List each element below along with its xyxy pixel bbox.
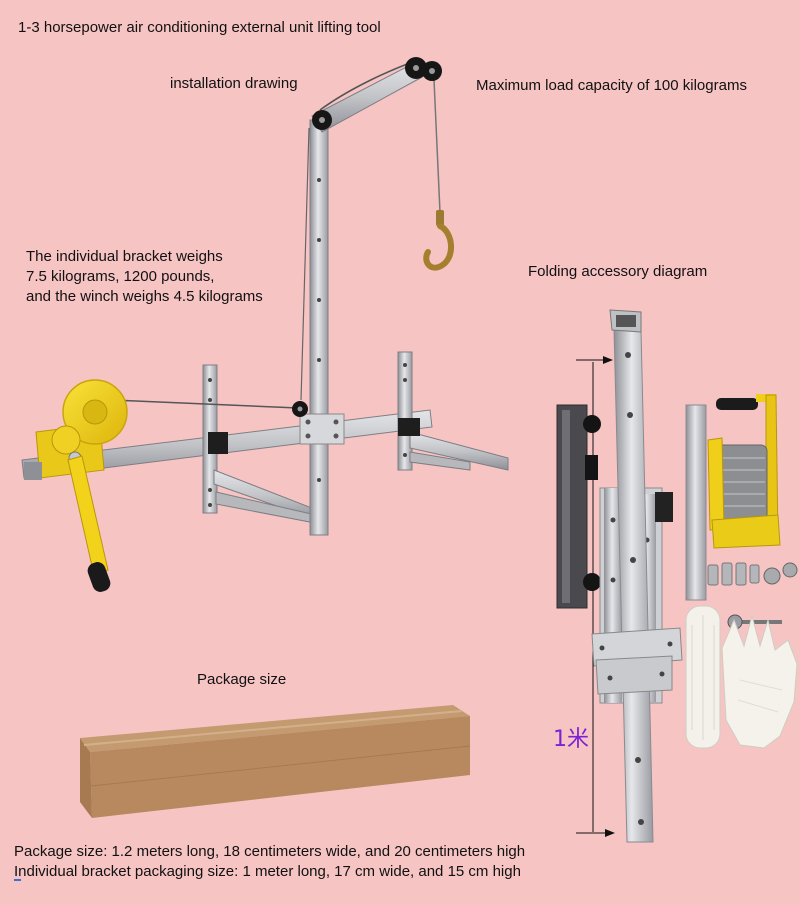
box-end-face (80, 738, 92, 818)
weights-line: The individual bracket weighs (26, 248, 223, 265)
package-size-label: Package size (197, 671, 287, 688)
pulley-icon (292, 57, 442, 417)
max-load-label: Maximum load capacity of 100 kilograms (476, 77, 747, 94)
short-bar (685, 404, 707, 601)
gloves-icon (721, 614, 798, 749)
right-wall-bracket (397, 351, 509, 471)
weights-note: The individual bracket weighs 7.5 kilogr… (26, 247, 263, 307)
dimension-line (576, 356, 615, 837)
folding-accessory-label: Folding accessory diagram (528, 263, 708, 280)
long-folding-bar (609, 309, 654, 843)
cable-along-post (300, 127, 310, 401)
box-tape-seam (83, 710, 463, 746)
winch-kit-icon (707, 394, 781, 549)
hanging-cable (433, 79, 441, 213)
page-title: 1-3 horsepower air conditioning external… (18, 19, 381, 36)
left-wall-bracket (202, 364, 323, 525)
cross-plate (299, 413, 345, 445)
weights-line: and the winch weighs 4.5 kilograms (26, 288, 263, 305)
post-holes (317, 178, 321, 482)
hook-icon (423, 210, 454, 271)
installation-drawing-illustration (21, 57, 509, 592)
black-clamp (655, 492, 673, 522)
dark-bracket-bar (556, 404, 601, 609)
dimension-label: 1米 (553, 727, 589, 752)
bolts-icon (707, 562, 798, 586)
text-cursor-mark (14, 879, 21, 881)
box-front-seam (90, 745, 471, 787)
bracket-package-size-line: Individual bracket packaging size: 1 met… (14, 863, 521, 880)
package-box-illustration (80, 705, 471, 818)
folding-accessory-illustration (556, 309, 798, 843)
package-size-line: Package size: 1.2 meters long, 18 centim… (14, 843, 526, 860)
bracket-plate (591, 627, 683, 695)
winch-cable (111, 399, 299, 409)
winch-icon (24, 379, 128, 592)
weights-line: 7.5 kilograms, 1200 pounds, (26, 268, 215, 285)
strap-icon (685, 605, 721, 749)
vertical-post (309, 119, 329, 536)
installation-drawing-label: installation drawing (170, 75, 298, 92)
box-front-face (90, 716, 470, 818)
